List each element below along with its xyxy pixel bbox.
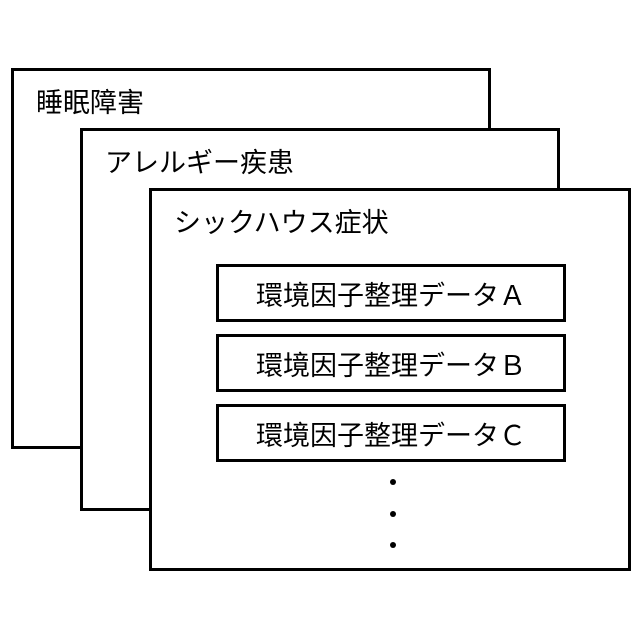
continuation-dot-1 [390,479,396,485]
card-title-sick-house-symptoms: シックハウス症状 [174,207,389,241]
data-box-b: 環境因子整理データＢ [216,334,566,392]
data-box-a: 環境因子整理データＡ [216,264,566,322]
continuation-dot-3 [390,542,396,548]
card-title-sleep-disorder: 睡眠障害 [36,87,144,121]
continuation-dot-2 [390,511,396,517]
card-sick-house-symptoms: シックハウス症状 環境因子整理データＡ 環境因子整理データＢ 環境因子整理データ… [149,188,631,571]
data-box-c: 環境因子整理データＣ [216,404,566,462]
card-title-allergic-disease: アレルギー疾患 [105,147,294,181]
